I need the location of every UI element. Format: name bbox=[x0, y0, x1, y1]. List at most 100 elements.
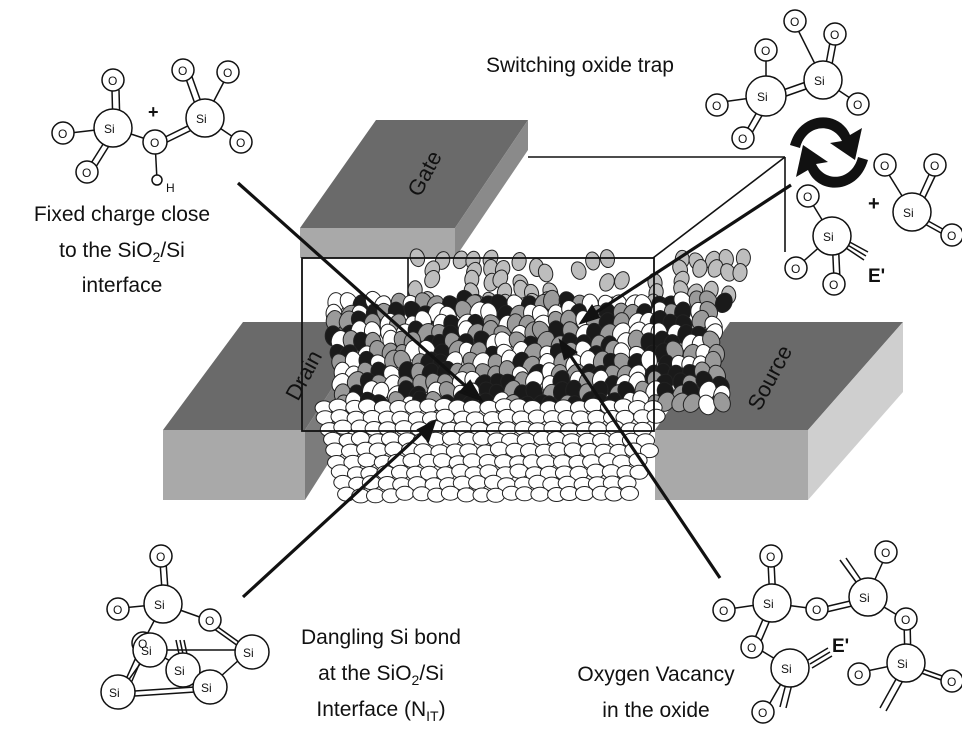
svg-text:O: O bbox=[829, 278, 838, 292]
svg-text:Oxygen Vacancy: Oxygen Vacancy bbox=[577, 663, 735, 686]
atom bbox=[530, 486, 550, 502]
atom bbox=[509, 463, 529, 479]
atom bbox=[357, 452, 377, 468]
svg-text:Si: Si bbox=[897, 657, 908, 671]
atom bbox=[585, 251, 601, 271]
switching-trap-molecule bbox=[705, 9, 962, 296]
atom bbox=[570, 261, 587, 280]
atom bbox=[639, 443, 659, 459]
oxygen-vacancy-label: Oxygen Vacancy in the oxide bbox=[577, 663, 735, 722]
svg-text:O: O bbox=[853, 98, 862, 112]
atom bbox=[537, 263, 554, 283]
atom bbox=[402, 453, 422, 468]
atom bbox=[713, 392, 731, 413]
svg-text:O: O bbox=[138, 637, 147, 651]
svg-text:O: O bbox=[881, 546, 890, 560]
svg-text:O: O bbox=[113, 603, 122, 617]
svg-text:Si: Si bbox=[757, 90, 768, 104]
svg-text:at the SiO2/Si: at the SiO2/Si bbox=[318, 662, 444, 688]
svg-text:O: O bbox=[58, 127, 67, 141]
svg-text:+: + bbox=[148, 102, 159, 122]
svg-text:in the oxide: in the oxide bbox=[602, 699, 709, 722]
oxide-atom-cloud bbox=[314, 248, 751, 504]
fixed-charge-molecule-text: Si O O O O Si O O O H + bbox=[58, 64, 245, 195]
svg-text:O: O bbox=[803, 190, 812, 204]
atom bbox=[333, 419, 353, 435]
source-terminal: Source bbox=[655, 322, 903, 500]
svg-text:Si: Si bbox=[781, 662, 792, 676]
atom bbox=[614, 271, 630, 290]
svg-text:O: O bbox=[178, 64, 187, 78]
svg-text:Si: Si bbox=[243, 646, 254, 660]
atom bbox=[511, 252, 527, 271]
svg-text:O: O bbox=[880, 159, 889, 173]
svg-text:Si: Si bbox=[763, 597, 774, 611]
svg-text:O: O bbox=[108, 74, 117, 88]
svg-text:O: O bbox=[758, 706, 767, 720]
svg-text:O: O bbox=[738, 132, 747, 146]
svg-text:Si: Si bbox=[104, 122, 115, 136]
atom bbox=[424, 270, 441, 289]
svg-text:Si: Si bbox=[859, 591, 870, 605]
svg-text:O: O bbox=[205, 614, 214, 628]
svg-text:O: O bbox=[854, 668, 863, 682]
svg-text:O: O bbox=[930, 159, 939, 173]
svg-text:Si: Si bbox=[109, 686, 120, 700]
atom bbox=[486, 487, 506, 503]
svg-text:O: O bbox=[747, 641, 756, 655]
dangling-bond-label: Dangling Si bond at the SiO2/Si Interfac… bbox=[301, 626, 461, 724]
atom bbox=[732, 263, 748, 282]
svg-text:Si: Si bbox=[154, 598, 165, 612]
svg-text:+: + bbox=[868, 193, 880, 215]
svg-text:Fixed charge close: Fixed charge close bbox=[34, 203, 210, 226]
svg-text:Si: Si bbox=[814, 74, 825, 88]
svg-text:O: O bbox=[156, 550, 165, 564]
svg-text:Si: Si bbox=[196, 112, 207, 126]
atom bbox=[395, 485, 415, 501]
switching-arrows-icon bbox=[790, 117, 868, 188]
svg-text:Si: Si bbox=[141, 644, 152, 658]
svg-text:O: O bbox=[947, 229, 956, 243]
dangling-bond-molecule bbox=[100, 544, 270, 710]
atom bbox=[620, 485, 639, 501]
svg-text:O: O bbox=[901, 613, 910, 627]
oxide-front-face bbox=[301, 257, 655, 432]
svg-text:Dangling Si bond: Dangling Si bond bbox=[301, 626, 461, 649]
svg-text:O: O bbox=[719, 604, 728, 618]
svg-text:O: O bbox=[766, 550, 775, 564]
svg-text:Si: Si bbox=[174, 664, 185, 678]
atom bbox=[646, 408, 666, 424]
switching-trap-label: Switching oxide trap bbox=[486, 54, 674, 77]
atom bbox=[575, 486, 594, 501]
svg-text:O: O bbox=[830, 28, 839, 42]
switching-trap-molecule-text: Si O O O Si O O O Si O O O Si O O O + E' bbox=[712, 15, 956, 292]
svg-text:O: O bbox=[947, 675, 956, 689]
svg-text:interface: interface bbox=[82, 274, 163, 297]
svg-text:E': E' bbox=[832, 636, 849, 657]
atom bbox=[714, 292, 733, 313]
svg-text:H: H bbox=[166, 181, 175, 195]
svg-text:Si: Si bbox=[201, 681, 212, 695]
atom bbox=[563, 442, 583, 458]
svg-text:E': E' bbox=[868, 266, 885, 287]
oxygen-vacancy-molecule bbox=[712, 540, 962, 724]
atom bbox=[468, 475, 488, 491]
fixed-charge-molecule bbox=[51, 58, 253, 186]
svg-text:Interface (NIT): Interface (NIT) bbox=[316, 698, 445, 724]
atom bbox=[682, 393, 702, 413]
svg-text:O: O bbox=[812, 603, 821, 617]
svg-text:O: O bbox=[761, 44, 770, 58]
fixed-charge-label: Fixed charge close to the SiO2/Si interf… bbox=[34, 203, 210, 297]
svg-text:O: O bbox=[791, 262, 800, 276]
oxide-box bbox=[407, 156, 786, 328]
dangling-bond-molecule-text: Si O O O O Si Si Si Si Si bbox=[109, 550, 254, 700]
svg-text:O: O bbox=[82, 166, 91, 180]
svg-text:O: O bbox=[790, 15, 799, 29]
atom bbox=[432, 453, 452, 469]
svg-text:O: O bbox=[223, 66, 232, 80]
gate-terminal: Gate bbox=[300, 120, 528, 258]
svg-text:O: O bbox=[150, 136, 159, 150]
atom bbox=[599, 273, 615, 292]
svg-text:Si: Si bbox=[903, 206, 914, 220]
